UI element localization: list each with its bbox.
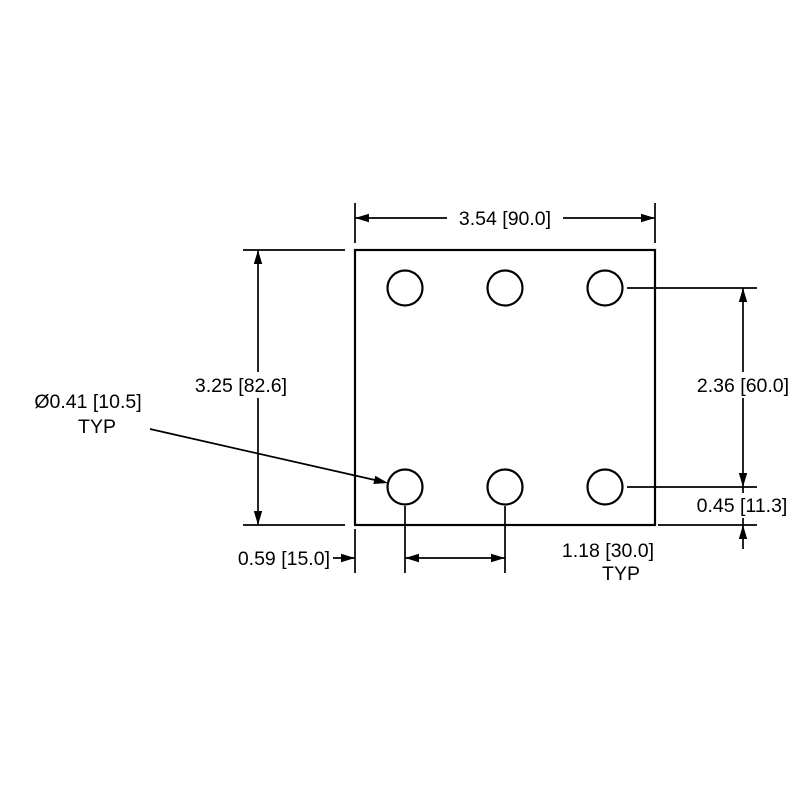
plate: [353, 248, 657, 527]
arrowhead-left: [405, 553, 419, 563]
dimension-text-background: [447, 205, 563, 231]
dimension-overall-height: 3.25 [82.6]: [181, 249, 345, 526]
arrowhead-up: [738, 525, 748, 539]
dimension-text-background: [683, 372, 800, 398]
arrowhead-down: [738, 473, 748, 487]
dimension-text-background: [683, 493, 800, 518]
arrowhead-left: [355, 213, 369, 223]
dimension-hole-bottom-offset: 0.45 [11.3]: [658, 487, 800, 549]
dimension-note-typ: TYP: [602, 563, 640, 585]
hole-top-right: [586, 269, 624, 307]
dimension-label-overall-height: 3.25 [82.6]: [195, 375, 287, 397]
callout-note-typ: TYP: [78, 416, 116, 438]
arrowhead-right: [491, 553, 505, 563]
dimension-hole-column-spacing: 1.18 [30.0] TYP: [405, 540, 654, 585]
arrowhead-up: [253, 250, 263, 264]
dimension-overall-width: 3.54 [90.0]: [354, 203, 656, 243]
hole-bottom-right: [586, 468, 624, 506]
arrowhead-down: [253, 511, 263, 525]
dimension-label-hole-row-spacing: 2.36 [60.0]: [697, 375, 789, 397]
arrowhead-up: [738, 288, 748, 302]
callout-label-hole-diameter: Ø0.41 [10.5]: [34, 391, 141, 413]
arrowhead-leader: [373, 475, 388, 484]
dimension-label-hole-left-offset: 0.59 [15.0]: [238, 548, 330, 570]
hole-top-center: [486, 269, 524, 307]
dimension-hole-row-spacing: 2.36 [60.0]: [627, 287, 800, 488]
dimension-text-background: [181, 372, 301, 398]
callout-hole-diameter: Ø0.41 [10.5] TYP: [34, 391, 388, 484]
hole-bottom-left: [386, 468, 424, 506]
leader-line: [149, 428, 378, 482]
dimension-hole-left-offset: 0.59 [15.0]: [238, 506, 506, 573]
dimension-label-hole-column-spacing: 1.18 [30.0]: [562, 540, 654, 562]
dimension-label-overall-width: 3.54 [90.0]: [459, 208, 551, 230]
dimension-label-hole-bottom-offset: 0.45 [11.3]: [697, 495, 788, 517]
hole-top-left: [386, 269, 424, 307]
arrowhead-right: [341, 553, 355, 563]
hole-bottom-center: [486, 468, 524, 506]
arrowhead-right: [641, 213, 655, 223]
